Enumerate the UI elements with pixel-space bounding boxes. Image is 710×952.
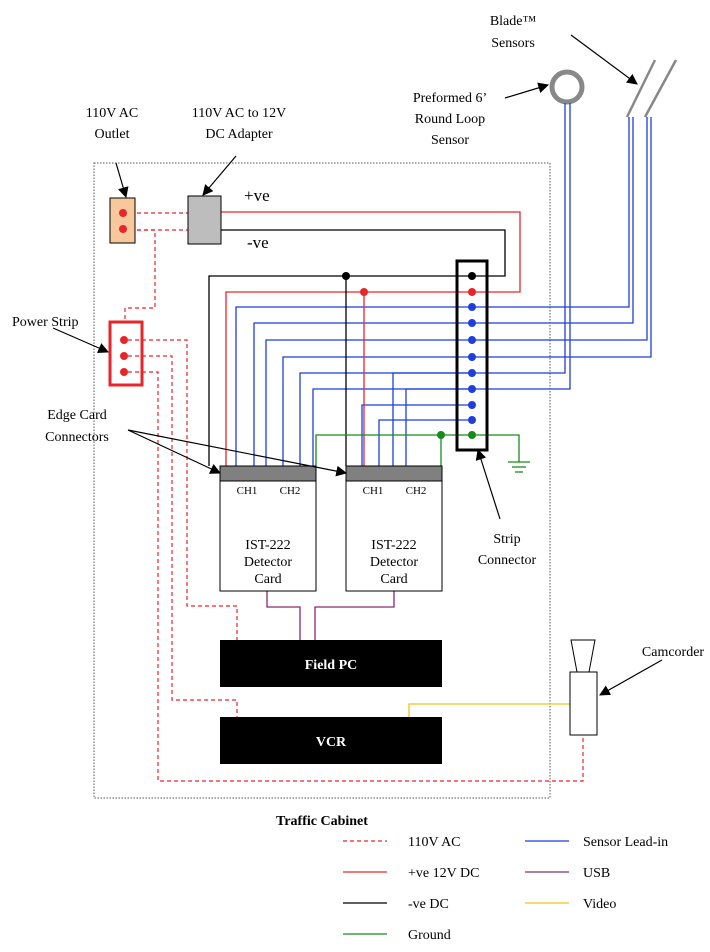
sensor-lead-in-wires xyxy=(235,103,652,466)
power-strip-label: Power Strip xyxy=(12,315,79,330)
loop-label-1: Preformed 6’ xyxy=(413,91,487,106)
legend-label-1: +ve 12V DC xyxy=(408,866,479,881)
detector-card-2: CH1 CH2 IST-222 Detector Card xyxy=(345,465,443,592)
legend-label-0: 110V AC xyxy=(408,835,461,850)
card1-ch2-label: CH2 xyxy=(280,485,301,497)
outlet-label-1: 110V AC xyxy=(86,106,139,121)
outlet-label-2: Outlet xyxy=(95,127,130,142)
edge-card-connector-2 xyxy=(345,465,443,482)
legend-label-6: Video xyxy=(583,897,616,912)
vcr-label: VCR xyxy=(316,735,347,750)
arrow-edge-2 xyxy=(127,429,348,477)
arrow-camcorder xyxy=(599,659,663,696)
ac-power-wires xyxy=(124,212,584,782)
strip-connector xyxy=(455,259,489,452)
legend-label-2: -ve DC xyxy=(408,897,449,912)
edge-label-2: Connectors xyxy=(45,430,109,445)
adapter-label-1: 110V AC to 12V xyxy=(192,106,287,121)
legend-label-4: Sensor Lead-in xyxy=(583,835,668,850)
card2-ch1-label: CH1 xyxy=(363,485,384,497)
legend: 110V AC +ve 12V DC -ve DC Ground Sensor Lead… xyxy=(343,835,668,943)
card1-line1: IST-222 xyxy=(245,538,290,553)
arrow-adapter xyxy=(202,155,237,196)
blade-sensors xyxy=(625,59,678,118)
pointer-arrows xyxy=(52,34,663,696)
blade-label-1: Blade™ xyxy=(490,14,537,29)
card1-line2: Detector xyxy=(244,555,293,570)
vcr: VCR xyxy=(220,717,442,764)
field-pc-label: Field PC xyxy=(305,658,358,673)
power-strip xyxy=(108,320,144,387)
strip-label-1: Strip xyxy=(493,532,520,547)
loop-label-2: Round Loop xyxy=(415,112,485,127)
card1-ch1-label: CH1 xyxy=(237,485,258,497)
arrow-loop xyxy=(504,82,550,99)
camcorder xyxy=(569,639,598,736)
card2-line1: IST-222 xyxy=(371,538,416,553)
legend-label-3: Ground xyxy=(408,928,451,943)
labels: Blade™ Sensors Preformed 6’ Round Loop S… xyxy=(12,14,704,829)
card1-line3: Card xyxy=(254,572,281,587)
junction-ground xyxy=(437,431,445,439)
arrow-strip xyxy=(475,448,501,520)
adapter-label-2: DC Adapter xyxy=(205,127,273,142)
card2-line2: Detector xyxy=(370,555,419,570)
cabinet-label: Traffic Cabinet xyxy=(276,814,368,829)
pos-label: +ve xyxy=(244,186,270,205)
blade-label-2: Sensors xyxy=(491,36,535,51)
card2-line3: Card xyxy=(380,572,407,587)
video-wire xyxy=(408,703,570,717)
camcorder-label: Camcorder xyxy=(642,645,705,660)
loop-sensor xyxy=(549,69,585,105)
loop-label-3: Sensor xyxy=(431,133,469,148)
traffic-cabinet-boundary xyxy=(93,162,551,799)
dc-adapter xyxy=(187,195,222,245)
strip-label-2: Connector xyxy=(478,553,537,568)
detector-card-1: CH1 CH2 IST-222 Detector Card xyxy=(219,465,317,592)
junction-negative xyxy=(342,272,350,280)
arrow-power-strip xyxy=(52,327,109,354)
edge-label-1: Edge Card xyxy=(47,408,106,423)
arrow-blade xyxy=(570,34,638,85)
edge-card-connector-1 xyxy=(219,465,317,482)
junction-positive xyxy=(360,288,368,296)
usb-wires xyxy=(266,591,395,640)
legend-label-5: USB xyxy=(583,866,610,881)
positive-dc-wires xyxy=(221,211,521,466)
card2-ch2-label: CH2 xyxy=(406,485,427,497)
field-pc: Field PC xyxy=(220,640,442,687)
arrow-outlet xyxy=(115,162,129,199)
ac-outlet xyxy=(109,197,136,244)
arrow-edge-1 xyxy=(127,429,221,474)
neg-label: -ve xyxy=(247,233,269,252)
